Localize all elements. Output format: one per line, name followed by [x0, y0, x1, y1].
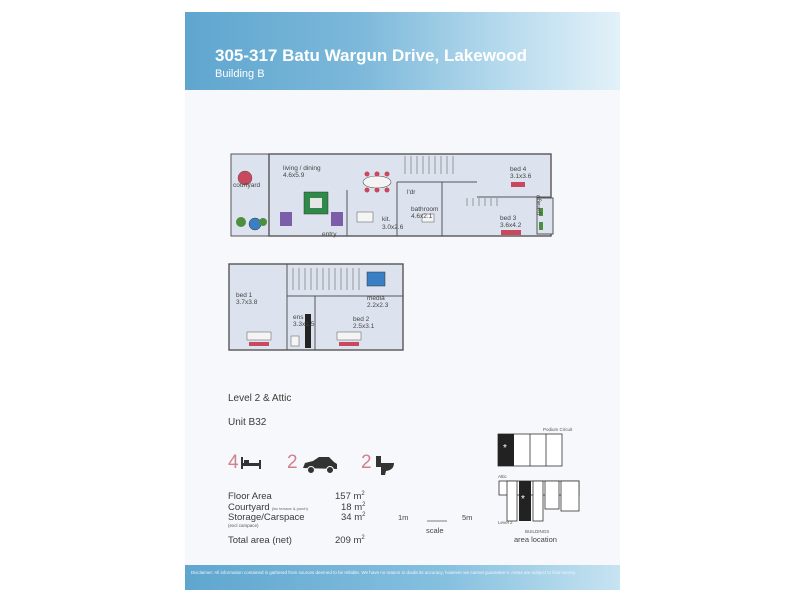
footer-banner: Disclaimer: All information contained is… — [185, 565, 620, 590]
unit-title: Unit B32 — [228, 417, 267, 428]
courtyard-value: 18 m2 — [341, 502, 366, 514]
page-title: 305-317 Batu Wargun Drive, Lakewood — [215, 46, 528, 65]
floor-plan-upper — [230, 153, 554, 237]
scale-5m: 5m — [462, 513, 473, 522]
label-ldr: l'dr — [407, 189, 416, 196]
label-ens: ens — [293, 314, 304, 321]
keymap-area-location: area location — [514, 535, 557, 544]
scale-label: scale — [426, 526, 444, 535]
level-title: Level 2 & Attic — [228, 393, 292, 404]
total-area-value: 209 m2 — [335, 535, 365, 547]
courtyard-label: Courtyard(inc terrace & porch) — [228, 502, 308, 513]
keymap-marker-bottom: * — [521, 494, 525, 505]
label-bath-dim: 4.6x2.1 — [411, 213, 433, 220]
label-bed2: bed 2 — [353, 316, 370, 323]
scale-bar — [427, 520, 447, 522]
label-garage: garage — [535, 194, 542, 215]
label-kit-dim: 3.0x2.6 — [382, 224, 404, 231]
label-bed3-dim: 3.6x4.2 — [500, 222, 522, 229]
floor-area-value: 157 m2 — [335, 491, 365, 503]
label-media: media — [367, 295, 385, 302]
storage-note: (excl carspace) — [228, 523, 259, 528]
bed-icon — [241, 457, 261, 469]
label-bed3: bed 3 — [500, 215, 517, 222]
car-count: 2 — [287, 452, 298, 473]
label-bed1-dim: 3.7x3.8 — [236, 299, 258, 306]
keymap-top — [497, 433, 563, 467]
keymap-buildings-label: BUILDINGS — [525, 529, 550, 534]
label-bed4-dim: 3.1x3.6 — [510, 173, 532, 180]
floor-area-label: Floor Area — [228, 491, 272, 502]
label-ens-dim: 3.3x1.5 — [293, 321, 315, 328]
courtyard-note: (inc terrace & porch) — [271, 506, 308, 511]
floor-plan-attic — [228, 263, 404, 351]
keymap-level-label: Level 2 — [498, 520, 513, 525]
label-kit: kit. — [382, 216, 391, 223]
header-banner: 305-317 Batu Wargun Drive, Lakewood Buil… — [185, 12, 620, 90]
toilet-count: 2 — [361, 452, 372, 473]
label-bed4: bed 4 — [510, 166, 527, 173]
keymap-top-label: Podium Circuit — [543, 427, 573, 432]
label-bed1: bed 1 — [236, 292, 253, 299]
toilet-icon — [376, 456, 394, 475]
footer-disclaimer: Disclaimer: All information contained is… — [191, 570, 576, 575]
label-bathroom: bathroom — [411, 206, 439, 213]
label-bed2-dim: 2.5x3.1 — [353, 323, 375, 330]
label-living-dining: living / dining — [283, 165, 321, 172]
scale-1m: 1m — [398, 513, 409, 522]
total-area-label: Total area (net) — [228, 535, 292, 546]
car-icon — [303, 457, 337, 474]
label-living-dim: 4.6x5.9 — [283, 172, 305, 179]
feature-icons: 4 2 2 — [228, 452, 428, 478]
storage-label: Storage/Carspace — [228, 512, 305, 523]
bedroom-count: 4 — [228, 452, 239, 473]
keymap-attic-label: Attic — [498, 474, 507, 479]
brochure-page: 305-317 Batu Wargun Drive, Lakewood Buil… — [185, 12, 620, 590]
keymap-bottom — [498, 480, 580, 522]
label-media-dim: 2.2x2.3 — [367, 302, 389, 309]
storage-value: 34 m2 — [341, 512, 366, 524]
page-subtitle: Building B — [215, 68, 265, 80]
label-courtyard: courtyard — [233, 182, 261, 189]
label-entry: entry — [322, 231, 337, 238]
keymap-marker-top: * — [503, 443, 507, 454]
